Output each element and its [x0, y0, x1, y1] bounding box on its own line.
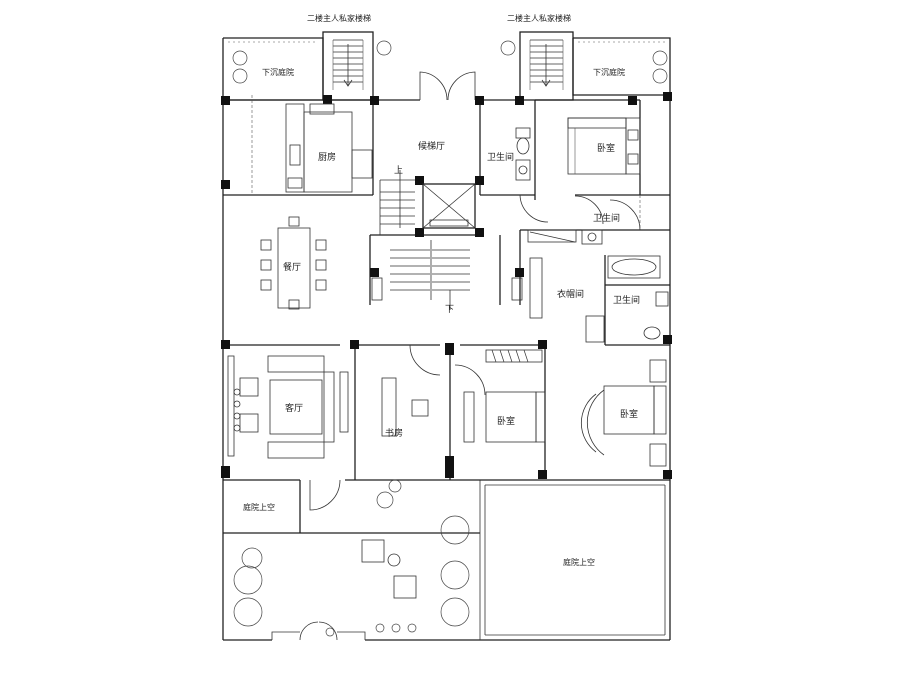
sunken-court-left: 下沉庭院 — [262, 67, 294, 77]
courtyard-right-label: 庭院上空 — [563, 557, 595, 567]
bedroom-3-label: 卧室 — [620, 408, 638, 420]
living-sofa — [227, 355, 341, 511]
stair-note-left: 二楼主人私家楼梯 — [307, 13, 371, 23]
main-stair — [371, 170, 523, 310]
kitchen-dashed — [251, 95, 641, 230]
down-arrow-label: 下 — [445, 305, 454, 315]
courtyard-left-label: 庭院上空 — [243, 502, 275, 512]
bathroom-1-fixtures — [515, 127, 549, 223]
stair-note-right: 二楼主人私家楼梯 — [507, 13, 571, 23]
stair-hall-label: 候梯厅 — [418, 140, 445, 152]
up-arrow-label: 上 — [394, 165, 403, 176]
bedroom-3-bed — [580, 359, 667, 467]
courtyard-planting — [233, 479, 470, 641]
study-desk — [339, 344, 441, 437]
bathroom-2-label: 卫生间 — [593, 212, 620, 224]
bathroom-3-label: 卫生间 — [613, 294, 640, 306]
private-stair-left — [332, 39, 364, 90]
sunken-court-right: 下沉庭院 — [593, 67, 625, 77]
private-stair-right — [529, 39, 564, 90]
outer-walls — [222, 31, 671, 641]
bathroom-2-fixtures — [527, 199, 669, 343]
study-label: 书房 — [385, 427, 403, 439]
bedroom-2-label: 卧室 — [497, 415, 515, 427]
dining-table — [260, 216, 327, 310]
kitchen-label: 厨房 — [318, 151, 336, 163]
dining-label: 餐厅 — [283, 261, 301, 273]
bedroom-1-bed — [567, 117, 641, 225]
bedroom-2-bed — [454, 349, 546, 443]
living-label: 客厅 — [285, 402, 303, 414]
hall-entrance — [373, 71, 520, 101]
closet-label: 衣帽间 — [557, 288, 584, 300]
kitchen-fixtures — [285, 103, 373, 193]
bedroom-1-label: 卧室 — [597, 142, 615, 154]
sunken-court-planting — [228, 40, 668, 84]
structural-columns — [221, 92, 672, 479]
bathroom-1-label: 卫生间 — [487, 151, 514, 163]
elevator — [422, 183, 476, 229]
